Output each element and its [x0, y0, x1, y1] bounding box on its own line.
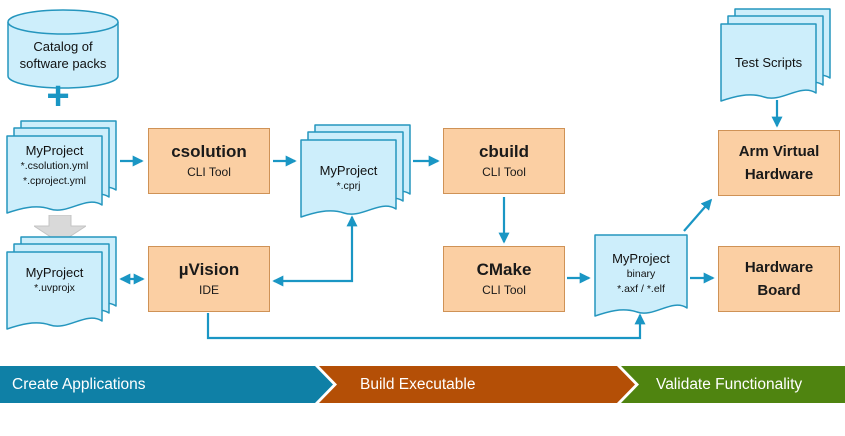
- phase-build-shape: [319, 366, 635, 403]
- node-cbuild: cbuild CLI Tool: [443, 128, 565, 194]
- phase-create-label: Create Applications: [12, 376, 146, 393]
- doc-file-2: *.cproject.yml: [22, 175, 86, 187]
- binary-file: *.axf / *.elf: [617, 283, 665, 295]
- phase-build-label: Build Executable: [360, 376, 476, 393]
- phase-validate-label: Validate Functionality: [656, 376, 803, 393]
- doc-file-1: *.cprj: [336, 180, 361, 192]
- phase-validate-shape: [621, 366, 845, 403]
- arrow-uvision-to-binary: [206, 313, 646, 340]
- cmake-subtitle: CLI Tool: [482, 283, 526, 297]
- binary-title: MyProject: [612, 251, 670, 266]
- doc-file-1: *.uvprojx: [34, 282, 75, 294]
- cmake-title: CMake: [476, 260, 532, 279]
- database-cylinder-icon: [7, 9, 119, 89]
- catalog-label-line2: software packs: [19, 56, 107, 71]
- node-test-scripts: Test Scripts: [720, 8, 832, 106]
- uvision-title: µVision: [178, 260, 240, 279]
- document-stack-icon: [6, 120, 117, 214]
- node-cmake: CMake CLI Tool: [443, 246, 565, 312]
- node-project-cprj: MyProject *.cprj: [300, 124, 412, 222]
- catalog-label-line1: Catalog of: [33, 39, 93, 54]
- doc-title: MyProject: [319, 163, 378, 178]
- document-stack-icon: [720, 8, 831, 102]
- node-avh: Arm Virtual Hardware: [718, 130, 840, 196]
- node-project-uvprojx: MyProject *.uvprojx: [6, 236, 118, 334]
- cbuild-subtitle: CLI Tool: [482, 165, 526, 179]
- node-binary: MyProject binary *.axf / *.elf: [594, 234, 688, 320]
- document-stack-icon: [6, 236, 117, 330]
- node-catalog: Catalog of software packs: [6, 8, 120, 90]
- doc-title: MyProject: [25, 265, 84, 280]
- node-uvision: µVision IDE: [148, 246, 270, 312]
- plus-icon: +: [46, 74, 70, 118]
- doc-file-1: *.csolution.yml: [20, 160, 89, 172]
- node-project-yml: MyProject *.csolution.yml *.cproject.yml: [6, 120, 118, 218]
- gray-down-arrow-icon: [34, 215, 86, 243]
- avh-line1: Arm Virtual: [738, 142, 820, 160]
- uvision-subtitle: IDE: [198, 283, 219, 297]
- cbuild-title: cbuild: [478, 142, 530, 161]
- phase-create-shape: [0, 366, 333, 403]
- doc-title: MyProject: [25, 143, 84, 158]
- csolution-subtitle: CLI Tool: [187, 165, 231, 179]
- binary-sub: binary: [626, 268, 656, 280]
- hardware-board-line1: Hardware: [744, 258, 814, 276]
- test-scripts-title: Test Scripts: [734, 55, 803, 70]
- phase-band: [0, 366, 845, 403]
- document-stack-icon: [300, 124, 411, 218]
- arrow-binary-to-avh: [683, 198, 713, 232]
- avh-line2: Hardware: [744, 165, 814, 183]
- csolution-title: csolution: [171, 142, 247, 161]
- node-hardware-board: Hardware Board: [718, 246, 840, 312]
- arrow-uvision-cprj: [272, 215, 358, 287]
- node-csolution: csolution CLI Tool: [148, 128, 270, 194]
- hardware-board-line2: Board: [757, 281, 801, 299]
